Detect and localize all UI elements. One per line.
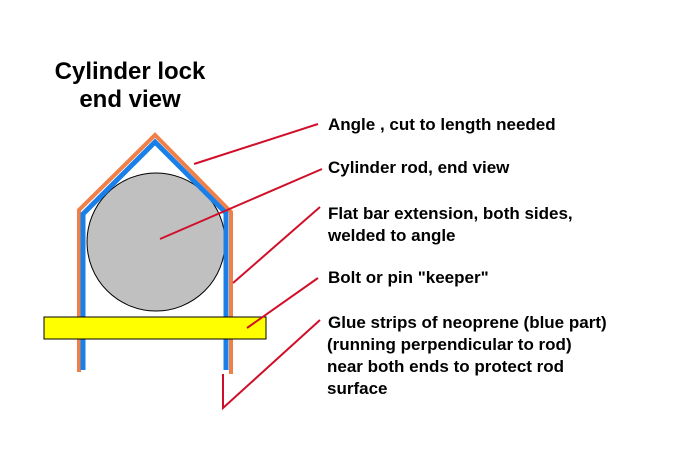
label-neoprene-line-2: (running perpendicular to rod) <box>327 335 572 354</box>
label-neoprene-line-3: near both ends to protect rod <box>327 357 565 376</box>
neoprene-strip <box>80 138 229 370</box>
title-line-1: Cylinder lock <box>54 58 206 85</box>
leader-line-neoprene <box>222 319 321 411</box>
leader-line-bolt <box>246 277 319 329</box>
bolt-keeper-bar <box>43 316 267 340</box>
label-flat-bar: Flat bar extension, both sides, welded t… <box>328 203 573 247</box>
label-neoprene-line-4: surface <box>327 379 388 398</box>
diagram-title: Cylinder lock end view <box>30 58 230 114</box>
title-line-2: end view <box>79 86 181 113</box>
label-angle-line-1: Angle , cut to length needed <box>328 115 556 134</box>
label-neoprene-line-1: Glue strips of neoprene (blue part) <box>328 313 607 332</box>
leader-line-rod <box>159 168 323 240</box>
label-angle: Angle , cut to length needed <box>328 114 556 136</box>
label-bolt-line-1: Bolt or pin "keeper" <box>328 268 489 287</box>
label-neoprene: Glue strips of neoprene (blue part) (run… <box>327 312 607 400</box>
leader-line-angle <box>193 123 319 165</box>
angle-steel-outline <box>77 132 233 374</box>
label-bolt-keeper: Bolt or pin "keeper" <box>328 267 489 289</box>
label-flatbar-line-2: welded to angle <box>328 226 456 245</box>
label-flatbar-line-1: Flat bar extension, both sides, <box>328 204 573 223</box>
leader-line-flatbar <box>232 206 321 284</box>
label-cylinder-rod: Cylinder rod, end view <box>328 157 509 179</box>
label-rod-line-1: Cylinder rod, end view <box>328 158 510 177</box>
